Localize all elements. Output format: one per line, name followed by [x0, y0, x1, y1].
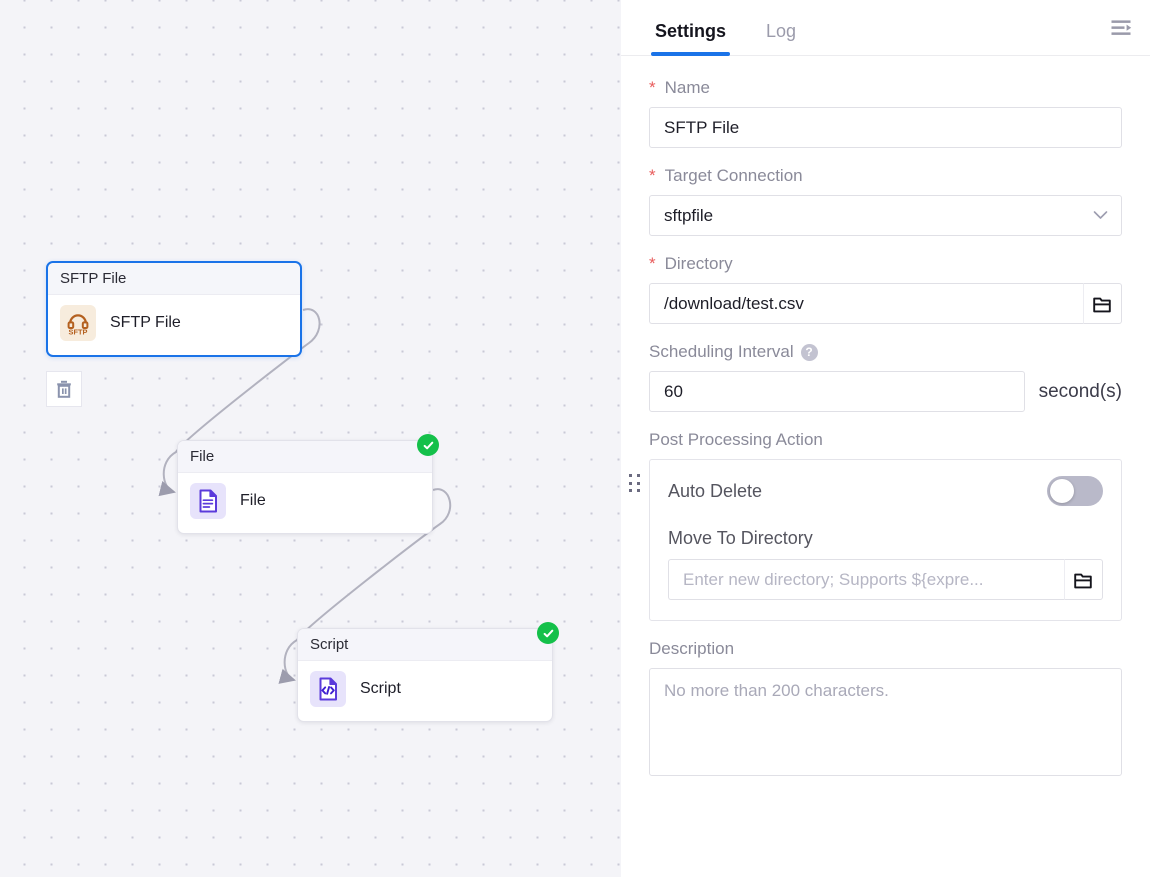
target-connection-select[interactable] — [649, 195, 1122, 236]
directory-browse-button[interactable] — [1082, 283, 1122, 324]
post-processing-group: Auto Delete Move To Directory — [649, 459, 1122, 621]
name-label-text: Name — [664, 78, 710, 97]
required-asterisk: * — [649, 254, 656, 273]
post-processing-action-label: Post Processing Action — [649, 430, 1122, 450]
node-label: File — [240, 492, 266, 509]
folder-icon — [1093, 297, 1112, 312]
tab-log[interactable]: Log — [762, 21, 800, 55]
panel-tabs: Settings Log — [621, 0, 1150, 56]
panel-resize-handle[interactable] — [629, 474, 641, 494]
target-connection-value[interactable] — [649, 195, 1122, 236]
file-document-icon — [190, 483, 226, 519]
required-asterisk: * — [649, 166, 656, 185]
trash-icon — [57, 380, 71, 398]
tab-log-label: Log — [766, 21, 797, 41]
target-connection-label-text: Target Connection — [664, 166, 803, 185]
field-scheduling-interval: Scheduling Interval ? second(s) — [649, 342, 1122, 412]
scheduling-interval-unit: second(s) — [1038, 380, 1122, 402]
field-directory: * Directory — [649, 254, 1122, 324]
field-description: Description — [649, 639, 1122, 781]
folder-icon — [1074, 573, 1093, 588]
directory-input[interactable] — [649, 283, 1083, 324]
description-label-text: Description — [649, 639, 735, 658]
drag-dots-icon — [636, 474, 640, 477]
drag-dots-icon — [636, 481, 640, 485]
directory-label: * Directory — [649, 254, 1122, 274]
required-asterisk: * — [649, 78, 656, 97]
question-mark-icon[interactable]: ? — [800, 343, 818, 361]
post-processing-action-label-text: Post Processing Action — [649, 430, 823, 449]
node-label: Script — [360, 680, 401, 697]
settings-panel: Settings Log * Name — [621, 0, 1150, 877]
panel-collapse-icon — [1111, 20, 1132, 35]
field-name: * Name — [649, 78, 1122, 148]
auto-delete-row: Auto Delete — [668, 476, 1103, 506]
canvas-node-file[interactable]: File File — [177, 434, 439, 534]
node-label: SFTP File — [110, 314, 181, 331]
node-body: File — [178, 473, 432, 533]
drag-dots-icon — [629, 474, 632, 477]
panel-collapse-button[interactable] — [1105, 12, 1137, 44]
move-to-directory-row — [668, 559, 1103, 600]
scheduling-interval-input[interactable] — [649, 371, 1025, 412]
field-post-processing-action: Post Processing Action Auto Delete Move … — [649, 430, 1122, 621]
node-title: SFTP File — [60, 270, 127, 287]
sftp-icon: SFTP — [60, 305, 96, 341]
tab-settings-label: Settings — [655, 21, 727, 41]
drag-dots-icon — [629, 489, 632, 493]
settings-form: * Name * Target Connection — [621, 56, 1150, 781]
node-body: Script — [298, 661, 552, 721]
connector-edges — [158, 308, 452, 684]
status-ok-icon — [537, 622, 559, 644]
node-header: SFTP File — [48, 263, 300, 295]
workflow-canvas[interactable]: SFTP File SFTP SFTP File File — [0, 0, 621, 877]
scheduling-interval-row: second(s) — [649, 371, 1122, 412]
svg-text:SFTP: SFTP — [69, 327, 88, 336]
field-target-connection: * Target Connection — [649, 166, 1122, 236]
script-code-icon — [310, 671, 346, 707]
auto-delete-label: Auto Delete — [668, 480, 763, 501]
canvas-node-sftp-file[interactable]: SFTP File SFTP SFTP File — [46, 261, 302, 357]
drag-dots-icon — [629, 481, 632, 485]
name-label: * Name — [649, 78, 1122, 98]
directory-label-text: Directory — [664, 254, 733, 273]
toggle-knob — [1050, 479, 1074, 503]
node-title: File — [190, 448, 215, 465]
move-to-directory-label: Move To Directory — [668, 528, 813, 548]
node-title: Script — [310, 636, 349, 653]
canvas-node-script[interactable]: Script Script — [297, 622, 559, 722]
scheduling-interval-label: Scheduling Interval ? — [649, 342, 1122, 362]
directory-input-row — [649, 283, 1122, 324]
status-ok-icon — [417, 434, 439, 456]
node-header: Script — [298, 622, 559, 661]
tab-settings[interactable]: Settings — [651, 21, 731, 56]
scheduling-interval-label-text: Scheduling Interval — [649, 342, 794, 361]
description-textarea[interactable] — [649, 668, 1122, 776]
name-input[interactable] — [649, 107, 1122, 148]
description-label: Description — [649, 639, 1122, 659]
node-header: File — [178, 434, 439, 473]
node-body: SFTP SFTP File — [48, 295, 300, 355]
drag-dots-icon — [636, 489, 640, 493]
auto-delete-toggle[interactable] — [1047, 476, 1103, 506]
move-to-directory-browse-button[interactable] — [1063, 559, 1103, 600]
delete-node-button[interactable] — [46, 371, 82, 407]
move-to-directory-input[interactable] — [668, 559, 1064, 600]
target-connection-label: * Target Connection — [649, 166, 1122, 186]
